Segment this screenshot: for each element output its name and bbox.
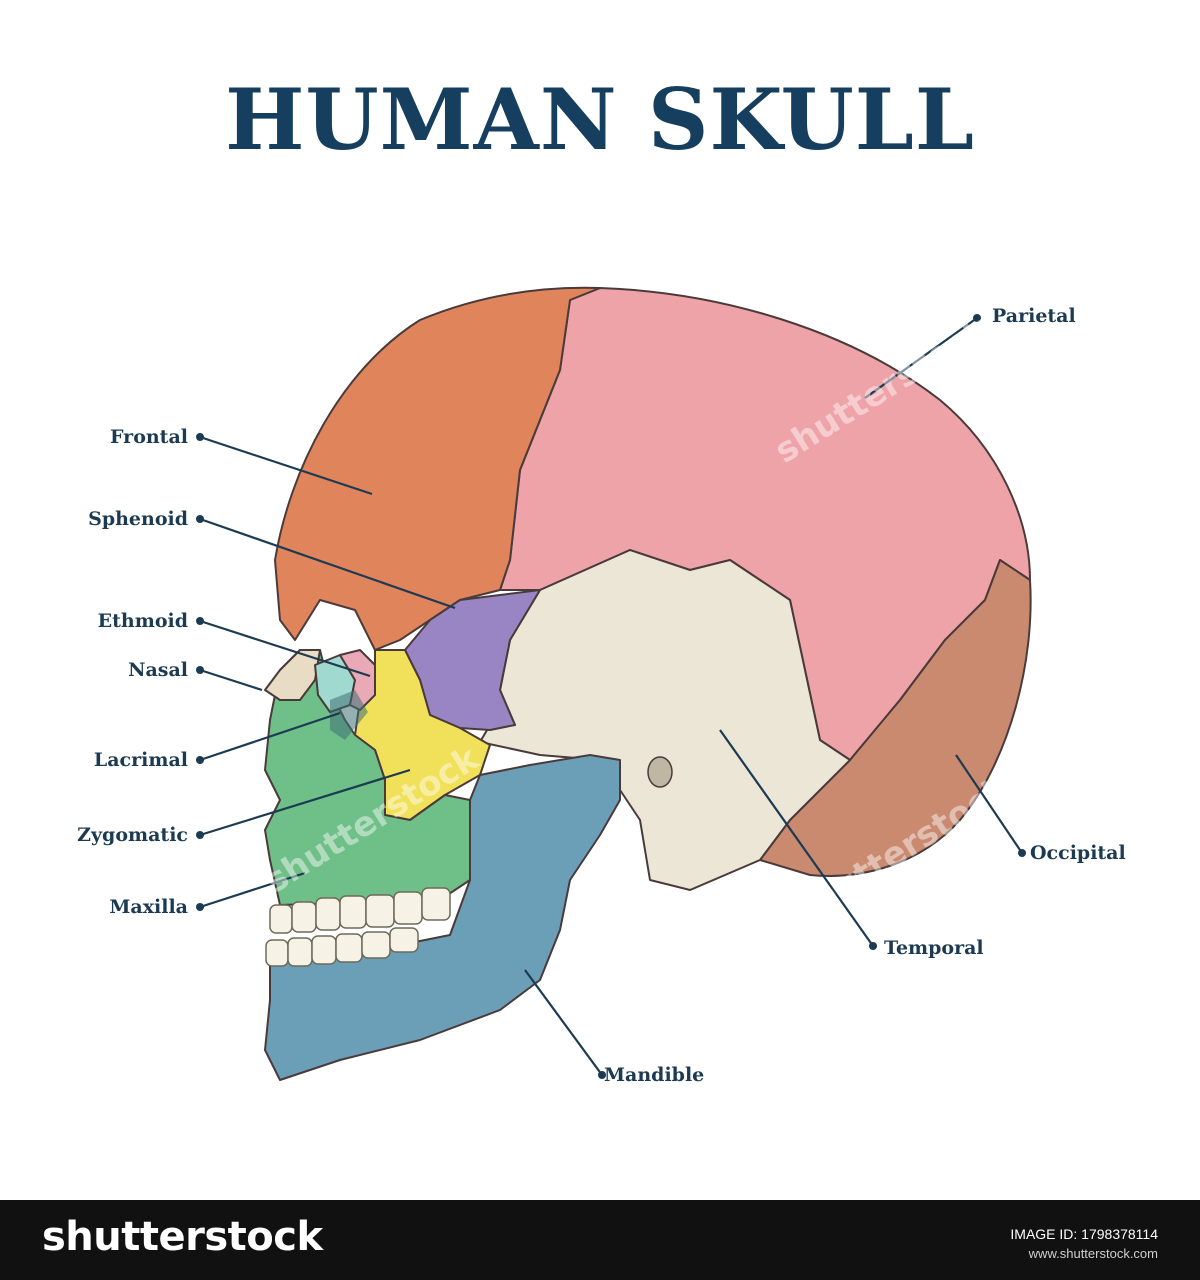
label-ethmoid: Ethmoid bbox=[98, 610, 188, 632]
label-lacrimal: Lacrimal bbox=[94, 749, 188, 771]
mandible-bone bbox=[264, 754, 621, 1081]
diagram-page: HUMAN SKULL bbox=[77, 70, 1126, 1086]
skull-diagram: Frontal Sphenoid Ethmoid Nasal Lacrimal … bbox=[77, 286, 1126, 1086]
label-occipital: Occipital bbox=[1030, 842, 1126, 864]
label-temporal: Temporal bbox=[884, 937, 984, 959]
frontal-bone bbox=[274, 286, 601, 651]
orbit-socket bbox=[330, 690, 368, 740]
label-frontal: Frontal bbox=[110, 426, 188, 448]
lower-teeth bbox=[265, 927, 419, 967]
label-sphenoid: Sphenoid bbox=[88, 508, 188, 530]
nasal-bone bbox=[264, 649, 321, 701]
sphenoid-bone bbox=[404, 589, 541, 731]
label-nasal: Nasal bbox=[128, 659, 188, 681]
upper-teeth bbox=[269, 887, 451, 934]
label-mandible: Mandible bbox=[604, 1064, 704, 1086]
leader-dots bbox=[196, 314, 1026, 1079]
leader-lines bbox=[199, 317, 1023, 1076]
site-url: www.shutterstock.com bbox=[1028, 1246, 1158, 1261]
ear-opening bbox=[647, 756, 673, 788]
label-zygomatic: Zygomatic bbox=[77, 824, 188, 846]
label-parietal: Parietal bbox=[992, 305, 1076, 327]
image-id: IMAGE ID: 1798378114 bbox=[1010, 1226, 1158, 1242]
footer-brand-logo: shutterstock bbox=[42, 1214, 323, 1260]
page-title: HUMAN SKULL bbox=[225, 70, 975, 169]
label-maxilla: Maxilla bbox=[109, 896, 188, 918]
occipital-bone bbox=[759, 559, 1032, 877]
footer-bar: shutterstock IMAGE ID: 1798378114 www.sh… bbox=[0, 1200, 1200, 1280]
ethmoid-bone bbox=[339, 649, 376, 711]
footer-image-info: IMAGE ID: 1798378114 www.shutterstock.co… bbox=[1010, 1224, 1158, 1264]
